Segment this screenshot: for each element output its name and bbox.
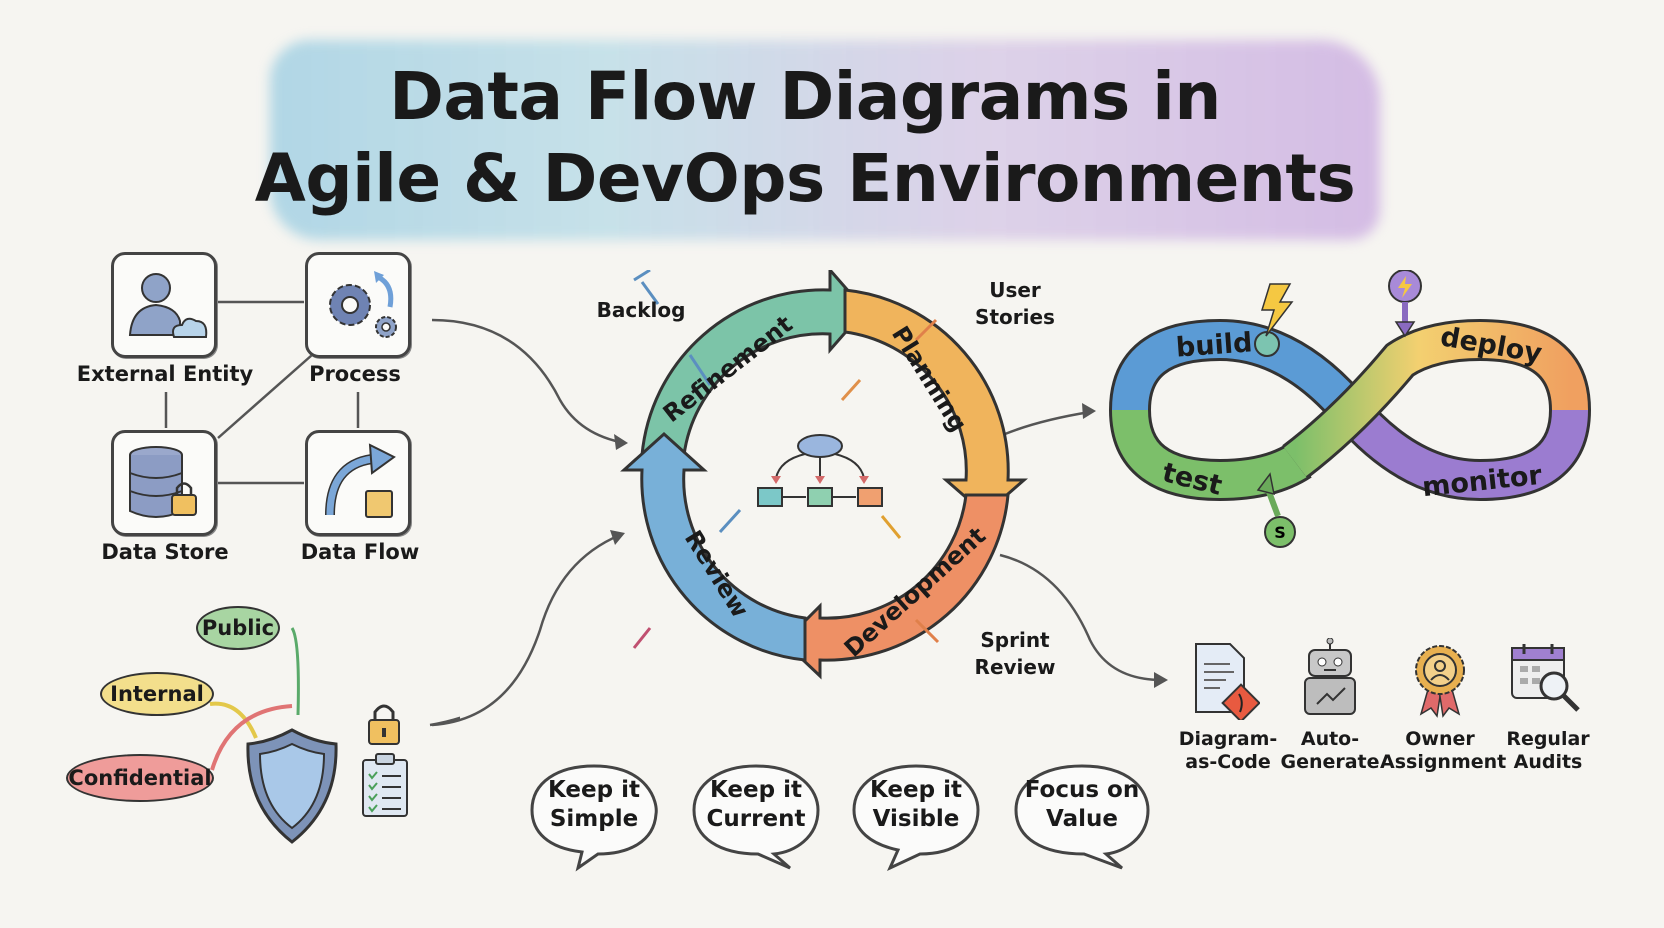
classification-confidential: Confidential bbox=[66, 754, 214, 802]
classification-public: Public bbox=[196, 606, 280, 650]
curved-arrow-document-icon bbox=[325, 443, 396, 518]
process-box bbox=[305, 252, 411, 358]
practice-regular-audits-line2: Audits bbox=[1513, 751, 1583, 773]
agile-cycle bbox=[620, 270, 1029, 680]
principle-2-line1: Keep it bbox=[710, 777, 802, 803]
classification-connectors bbox=[209, 627, 460, 771]
practice-owner-assignment-line2: Assignment bbox=[1380, 751, 1507, 773]
speech-bubble-shape bbox=[692, 764, 820, 870]
principle-1-line2: Simple bbox=[549, 806, 639, 832]
speech-bubble-shape bbox=[852, 764, 980, 872]
practice-diagram-as-code-line1: Diagram- bbox=[1178, 728, 1278, 750]
checklist-icon bbox=[362, 753, 408, 817]
robot-icon bbox=[1304, 638, 1356, 715]
speech-bubble-shape bbox=[530, 764, 658, 872]
classification-internal: Internal bbox=[100, 672, 214, 716]
title-watercolor-background bbox=[270, 40, 1380, 240]
data-store-box bbox=[111, 430, 217, 536]
external-entity-label: External Entity bbox=[76, 362, 254, 386]
sprint-review-label-2: Review bbox=[974, 655, 1056, 679]
process-label: Process bbox=[309, 362, 401, 386]
principle-bubble-current: Keep it Current bbox=[690, 762, 822, 870]
title-line-1: Data Flow Diagrams in bbox=[389, 58, 1221, 135]
data-flow-box bbox=[305, 430, 411, 536]
database-lock-icon bbox=[129, 446, 197, 518]
practice-regular-audits-line1: Regular bbox=[1506, 728, 1590, 750]
svg-text:S: S bbox=[1274, 523, 1286, 542]
data-store-label: Data Store bbox=[101, 540, 229, 564]
practice-auto-generate-line2: Generate bbox=[1280, 751, 1380, 773]
principle-1-line1: Keep it bbox=[548, 777, 640, 803]
principle-bubble-visible: Keep it Visible bbox=[850, 762, 982, 872]
practice-auto-generate-line1: Auto- bbox=[1300, 728, 1360, 750]
principle-3-line2: Visible bbox=[872, 806, 960, 832]
document-git-icon bbox=[1195, 643, 1260, 720]
principle-3-line1: Keep it bbox=[870, 777, 962, 803]
dfd-connector-lines bbox=[164, 300, 360, 485]
backlog-label: Backlog bbox=[596, 298, 686, 322]
practice-owner-assignment-line1: Owner bbox=[1405, 728, 1475, 750]
award-badge-icon bbox=[1415, 645, 1465, 718]
devops-infinity-loop: S bbox=[1109, 270, 1591, 548]
sprint-review-label-1: Sprint bbox=[980, 628, 1050, 652]
principle-bubble-simple: Keep it Simple bbox=[528, 762, 660, 872]
speech-bubble-shape bbox=[1014, 764, 1150, 870]
shield-icon bbox=[246, 728, 338, 844]
user-stories-label-1: User bbox=[989, 278, 1041, 302]
user-stories-label-2: Stories bbox=[975, 305, 1055, 329]
gears-icon bbox=[329, 271, 397, 338]
principle-2-line2: Current bbox=[706, 806, 806, 832]
principle-4-line2: Value bbox=[1046, 806, 1118, 832]
principle-4-line1: Focus on bbox=[1024, 777, 1140, 803]
devops-build: build bbox=[1175, 327, 1254, 364]
title-line-2: Agile & DevOps Environments bbox=[254, 140, 1356, 217]
principle-bubble-value: Focus on Value bbox=[1012, 762, 1152, 870]
calendar-magnifier-icon bbox=[1511, 644, 1580, 712]
padlock-icon bbox=[368, 704, 400, 745]
person-cloud-icon bbox=[128, 273, 208, 338]
data-flow-label: Data Flow bbox=[300, 540, 420, 564]
external-entity-box bbox=[111, 252, 217, 358]
practice-diagram-as-code-line2: as-Code bbox=[1185, 751, 1271, 773]
